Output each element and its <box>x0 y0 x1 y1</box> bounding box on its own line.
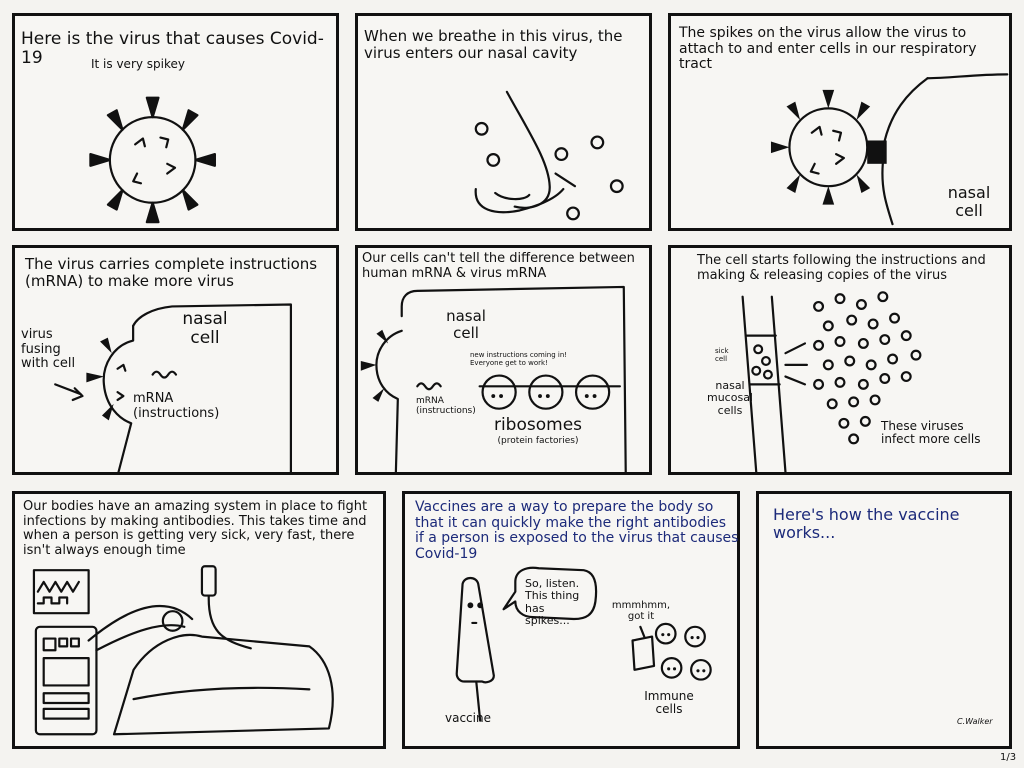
nose-drawing <box>358 16 649 228</box>
panel-4-virus-label: virus fusing with cell <box>21 327 76 372</box>
panel-8: Vaccines are a way to prepare the body s… <box>402 491 740 749</box>
panel-7-title: Our bodies have an amazing system in pla… <box>23 499 368 558</box>
panel-6-infect-label: These viruses infect more cells <box>881 419 981 447</box>
panel-2: When we breathe in this virus, the virus… <box>355 13 652 231</box>
signature: C.Walker <box>957 717 993 726</box>
panel-3-title: The spikes on the virus allow the virus … <box>679 25 977 73</box>
panel-3: The spikes on the virus allow the virus … <box>668 13 1012 231</box>
panel-6-sick-cell-label: sick cell <box>715 347 729 363</box>
panel-9-title: Here's how the vaccine works... <box>773 505 960 542</box>
hospital-bed-drawing <box>15 494 383 746</box>
panel-7: Our bodies have an amazing system in pla… <box>12 491 386 749</box>
vaccine-drawing <box>405 494 737 746</box>
panel-6-tissue-label: nasal mucosal cells <box>707 379 753 417</box>
panel-9: Here's how the vaccine works... C.Walker <box>756 491 1012 749</box>
panel-6: The cell starts following the instructio… <box>668 245 1012 475</box>
panel-4: The virus carries complete instructions … <box>12 245 339 475</box>
panel-5-mrna-label: mRNA (instructions) <box>416 396 476 417</box>
panel-1-subtitle: It is very spikey <box>91 57 186 71</box>
panel-4-mrna-label: mRNA (instructions) <box>133 391 220 421</box>
virus-fusing-drawing <box>15 248 336 472</box>
panel-1: Here is the virus that causes Covid-19 I… <box>12 13 339 231</box>
ribosome-speech: new instructions coming in! Everyone get… <box>470 351 568 367</box>
panel-8-title: Vaccines are a way to prepare the body s… <box>415 499 739 563</box>
page-number: 1/3 <box>1000 752 1017 763</box>
virus-replication-drawing <box>671 248 1009 472</box>
panel-5-ribosome-label: ribosomes <box>493 415 583 435</box>
panel-4-cell-label: nasal cell <box>182 309 228 349</box>
panel-5: Our cells can't tell the difference betw… <box>355 245 652 475</box>
panel-1-title: Here is the virus that causes Covid-19 <box>21 29 324 69</box>
immune-cells-label: Immune cells <box>644 689 694 717</box>
panel-5-title: Our cells can't tell the difference betw… <box>362 251 635 281</box>
panel-4-title: The virus carries complete instructions … <box>25 255 318 290</box>
ribosomes-drawing <box>360 248 649 472</box>
virus-attach-drawing <box>770 16 1009 228</box>
panel-3-cell-label: nasal cell <box>947 183 991 220</box>
virus-drawing <box>15 16 336 228</box>
panel-6-title: The cell starts following the instructio… <box>697 253 986 283</box>
panel-5-cell-label: nasal cell <box>446 307 486 342</box>
immune-speech: mmmhmm, got it <box>611 600 671 623</box>
panel-5-ribosome-sub: (protein factories) <box>497 436 579 446</box>
panel-2-title: When we breathe in this virus, the virus… <box>364 27 623 62</box>
